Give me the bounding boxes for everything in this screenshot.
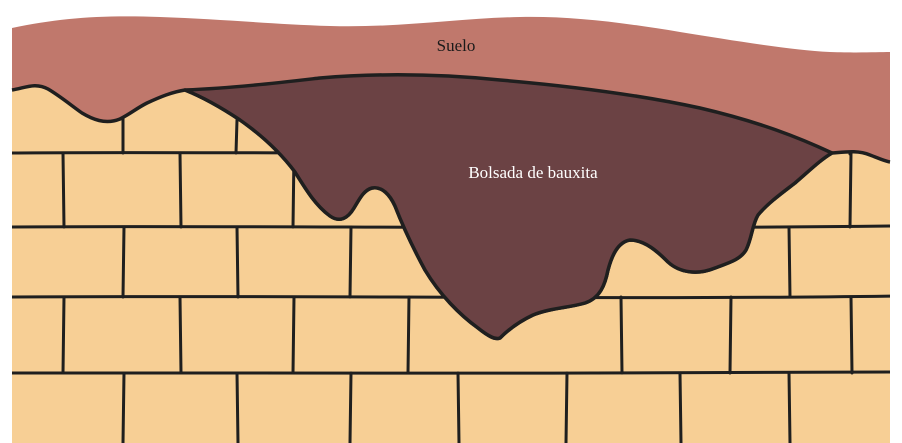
soil-label: Suelo: [437, 36, 476, 55]
bauxite-pocket-label: Bolsada de bauxita: [468, 163, 598, 182]
bauxite-pocket: [183, 73, 834, 341]
soil-layer: [12, 16, 890, 162]
